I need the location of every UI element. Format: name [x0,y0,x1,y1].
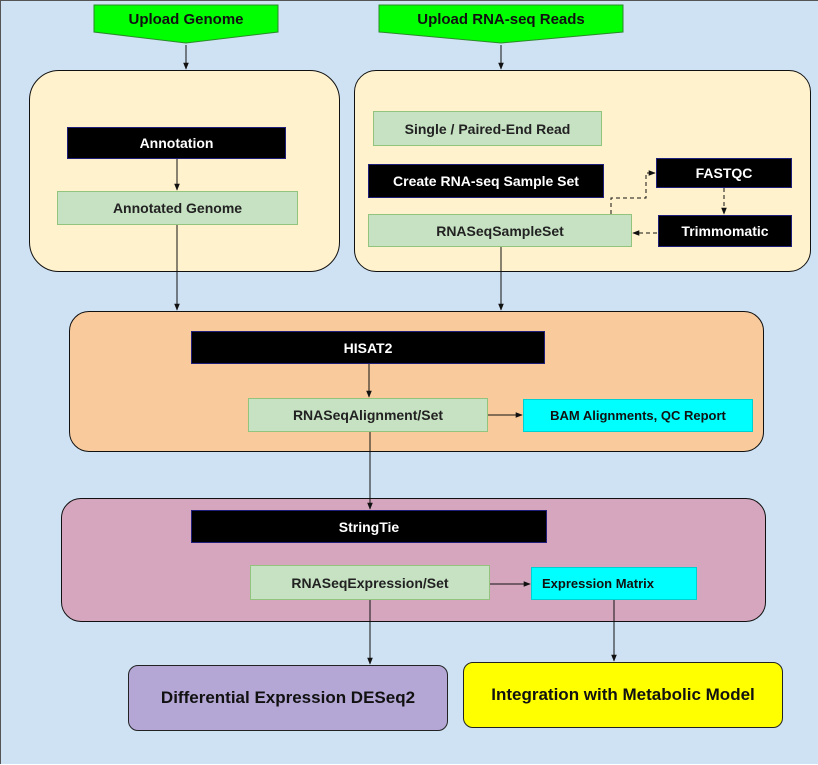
trimmomatic-step[interactable]: Trimmomatic [658,215,792,247]
upload-genome-shape [93,4,279,44]
expression-set-object[interactable]: RNASeqExpression/Set [250,565,490,600]
read-type-object[interactable]: Single / Paired-End Read [373,111,602,146]
bam-alignments-report[interactable]: BAM Alignments, QC Report [523,399,753,432]
sample-set-object[interactable]: RNASeqSampleSet [368,214,632,247]
annotation-step[interactable]: Annotation [67,127,286,159]
metabolic-model-result[interactable]: Integration with Metabolic Model [463,662,783,728]
create-sample-set-step[interactable]: Create RNA-seq Sample Set [368,164,604,198]
annotated-genome-object[interactable]: Annotated Genome [57,191,298,225]
alignment-set-object[interactable]: RNASeqAlignment/Set [248,398,488,432]
hisat2-step[interactable]: HISAT2 [191,331,545,364]
expression-matrix-report[interactable]: Expression Matrix [531,567,697,600]
fastqc-step[interactable]: FASTQC [656,158,792,188]
upload-genome-label: Upload Genome [128,10,244,28]
genome-panel [29,70,340,272]
upload-reads-label: Upload RNA-seq Reads [417,10,585,28]
stringtie-step[interactable]: StringTie [191,510,547,543]
upload-reads-shape [378,4,624,44]
deseq2-result[interactable]: Differential Expression DESeq2 [128,665,448,731]
